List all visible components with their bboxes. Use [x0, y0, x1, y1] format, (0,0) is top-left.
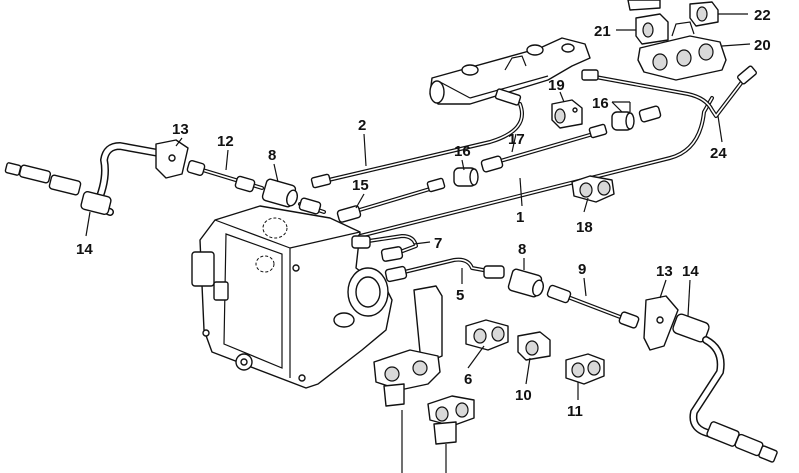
hydraulic-unit	[191, 205, 393, 389]
adapter-8-lower	[507, 268, 544, 298]
brake-pipe-24	[581, 65, 757, 118]
clip-10	[517, 331, 551, 361]
callout-10: 10	[515, 387, 532, 404]
clip-19	[551, 99, 583, 129]
clip-lower-double	[427, 395, 475, 445]
union-16-center	[453, 167, 479, 187]
brake-pipe-12	[186, 160, 264, 193]
clip-11	[565, 353, 605, 385]
brake-pipe-9	[546, 284, 640, 329]
callout-8-upper: 8	[268, 147, 276, 164]
brake-pipe-17	[480, 123, 608, 173]
brake-pipe-1	[358, 96, 714, 238]
callout-14-right: 14	[682, 263, 699, 280]
callout-20: 20	[754, 37, 771, 54]
union-stub-right	[638, 105, 662, 123]
callout-21: 21	[594, 23, 611, 40]
clip-top-partial	[627, 0, 661, 11]
clip-21	[635, 13, 669, 45]
callout-15: 15	[352, 177, 369, 194]
brake-pipe-7	[351, 234, 418, 262]
callout-13-right: 13	[656, 263, 673, 280]
clip-20	[637, 21, 727, 81]
brake-pipe-stub	[298, 197, 326, 215]
master-cylinder	[429, 37, 591, 105]
adapter-8-upper	[261, 178, 298, 208]
callout-2: 2	[358, 117, 366, 134]
callout-12: 12	[217, 133, 234, 150]
brake-hose-left	[4, 139, 189, 216]
callout-16-right: 16	[592, 95, 609, 112]
brake-pipe-15	[336, 177, 446, 223]
callout-5: 5	[456, 287, 464, 304]
leader-lines	[85, 13, 751, 473]
callout-13-left: 13	[172, 121, 189, 138]
callout-1: 1	[516, 209, 524, 226]
callout-19: 19	[548, 77, 565, 94]
callout-22: 22	[754, 7, 771, 24]
clip-18	[571, 175, 615, 203]
callout-8-lower: 8	[518, 241, 526, 258]
callout-11: 11	[567, 403, 583, 420]
callout-labels: 1 2 5 6 7 8 8 9 10 11 12 13 13 14 14 15 …	[76, 7, 771, 420]
callout-7: 7	[434, 235, 442, 252]
clip-6	[465, 319, 509, 351]
brake-pipe-5	[384, 257, 505, 283]
holder-bracket	[373, 285, 443, 407]
brake-hose-right	[643, 295, 778, 463]
callout-17: 17	[508, 131, 525, 148]
callout-18: 18	[576, 219, 593, 236]
callout-14-left: 14	[76, 241, 93, 258]
callout-6: 6	[464, 371, 472, 388]
callout-24: 24	[710, 145, 727, 162]
clip-22	[689, 1, 719, 27]
union-16-right	[611, 111, 635, 131]
callout-9: 9	[578, 261, 586, 278]
brake-pipe-2	[310, 88, 524, 189]
callout-16-center: 16	[454, 143, 471, 160]
